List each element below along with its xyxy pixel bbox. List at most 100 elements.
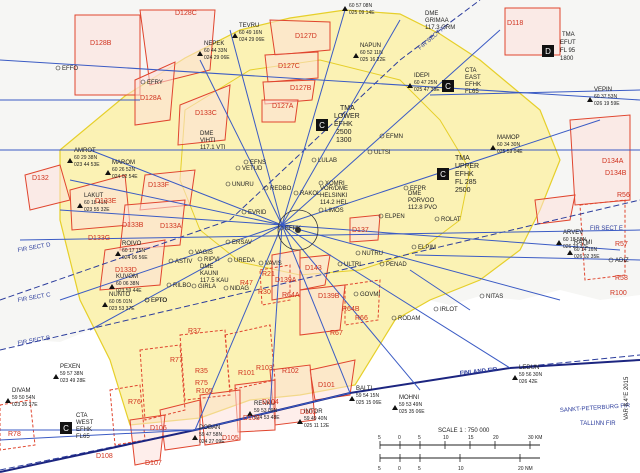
danger-area-label: D132 <box>32 175 49 182</box>
waypoint-adiz: ADIZ <box>608 257 629 264</box>
nm-tick-label: 0 <box>398 466 401 472</box>
svg-text:117.3 GRM: 117.3 GRM <box>425 25 455 31</box>
waypoint-circle-icon <box>243 159 249 165</box>
svg-text:DME: DME <box>200 264 213 270</box>
restricted-area-label: R21 <box>262 271 275 278</box>
danger-area-label: D133B <box>122 222 144 229</box>
waypoint-efns: EFNS <box>243 159 266 166</box>
svg-text:EFHK: EFHK <box>76 427 92 433</box>
danger-area-label: D127A <box>272 103 294 110</box>
fix-lat: 59 54 15N <box>356 393 379 399</box>
fix-lon: 023 55 32E <box>84 207 110 213</box>
waypoint-circle-icon <box>379 133 385 139</box>
waypoint-elpen: ELPEN <box>378 213 405 220</box>
km-tick-label: 10 <box>443 435 449 441</box>
fix-name: DOBAN <box>199 425 220 431</box>
waypoint-circle-icon <box>227 257 233 263</box>
svg-text:117.1 VTI: 117.1 VTI <box>200 145 226 151</box>
waypoint-name: UREDA <box>234 258 255 264</box>
fix-name: VEPIN <box>594 87 612 93</box>
fix-lon: 025 15 06E <box>356 400 382 406</box>
danger-area-label: D108 <box>96 453 113 460</box>
waypoint-circle-icon <box>235 165 241 171</box>
danger-area-label: D133D <box>115 267 137 274</box>
waypoint-circle-icon <box>55 65 61 71</box>
spb-fir-label: SANKT-PETERBURG FIR <box>560 403 631 414</box>
fix-triangle-icon <box>192 435 198 440</box>
fix-lon: 023 53 37E <box>109 306 135 312</box>
fix-name: NUNTO <box>109 292 131 298</box>
danger-area-label: D134B <box>605 170 627 177</box>
fix-triangle-icon <box>407 83 413 88</box>
fix-lon: 025 59 04E <box>497 149 523 155</box>
waypoint-circle-icon <box>433 306 439 312</box>
svg-text:EFHK: EFHK <box>465 82 481 88</box>
svg-text:KAUNI: KAUNI <box>200 271 219 277</box>
danger-area-label: D127C <box>278 63 300 70</box>
waypoint-efry: EFRY <box>140 79 163 86</box>
svg-text:C: C <box>319 121 325 130</box>
restricted-area-label: R103 <box>256 365 273 372</box>
fix-triangle-icon <box>109 284 115 289</box>
danger-area-label: D128A <box>140 95 162 102</box>
fix-triangle-icon <box>5 398 11 403</box>
waypoint-circle-icon <box>608 257 614 263</box>
waypoint-circle-icon <box>293 190 299 196</box>
waypoint-name: VETUD <box>242 166 263 172</box>
scale-title: SCALE 1 : 750 000 <box>438 428 490 434</box>
restricted-area-label: R56 <box>617 192 630 199</box>
waypoint-circle-icon <box>168 258 174 264</box>
svg-text:112.8 PVO: 112.8 PVO <box>408 205 437 211</box>
danger-area-label: D137 <box>352 227 369 234</box>
waypoint-epto: EPTO <box>144 297 168 304</box>
waypoint-name: EFPR <box>410 186 427 192</box>
fix-lat: 60 17 15N <box>122 248 145 254</box>
restricted-labels: R21R30R35R37R47R64AR64BR66R67R75R76R77R7… <box>8 192 630 438</box>
fix-lat: 60 26 52N <box>112 167 135 173</box>
danger-area-label: D107 <box>145 460 162 467</box>
airspace-labels: C TMA LOWER EFHK 2500 1300 C TMA UPPER E… <box>60 32 576 440</box>
danger-area-label: D104 <box>262 399 279 406</box>
waypoint-nidag: NIDAG <box>223 285 249 292</box>
waypoint-name: LULAB <box>318 158 337 164</box>
fix-lat: 59 56 30N <box>519 372 542 378</box>
waypoint-redbo: REDBO <box>263 185 292 192</box>
fix-triangle-icon <box>67 158 73 163</box>
waypoint-efhk: EFHK <box>278 225 301 232</box>
danger-area-label: D139A <box>275 277 297 284</box>
svg-text:FL65: FL65 <box>465 89 479 95</box>
danger-area-label: D103 <box>243 415 260 422</box>
waypoint-name: EFFO <box>62 66 78 72</box>
navaid-labels: VOR/DME HELSINKI 114.2 HEL DME VIHTI 117… <box>200 11 455 284</box>
fix-triangle-icon <box>556 240 562 245</box>
waypoint-circle-icon <box>318 207 324 213</box>
fix-lon: 024 02 54E <box>112 174 138 180</box>
waypoint-name: ULTSI <box>374 150 391 156</box>
waypoint-name: RILBO <box>173 283 191 289</box>
danger-area-label: D133E <box>95 198 117 205</box>
waypoint-name: ROLAT <box>441 217 461 223</box>
restricted-area-label: R75 <box>195 380 208 387</box>
fix-lon: 026 42E <box>519 379 538 385</box>
restricted-area-label: R30 <box>258 289 271 296</box>
danger-area-label: D139B <box>318 293 340 300</box>
tma-lower-label: C TMA LOWER EFHK 2500 1300 <box>316 105 360 144</box>
svg-text:TMA: TMA <box>562 32 575 38</box>
waypoint-name: RODAM <box>398 316 420 322</box>
svg-text:DME: DME <box>408 191 421 197</box>
waypoint-efmn: EFMN <box>379 133 403 140</box>
waypoint-circle-icon <box>378 213 384 219</box>
fix-name: INTOR <box>304 409 323 415</box>
restricted-area-label: R35 <box>195 368 208 375</box>
fix-lon: 023 49 28E <box>60 378 86 384</box>
waypoint-name: VAGIS <box>195 250 213 256</box>
